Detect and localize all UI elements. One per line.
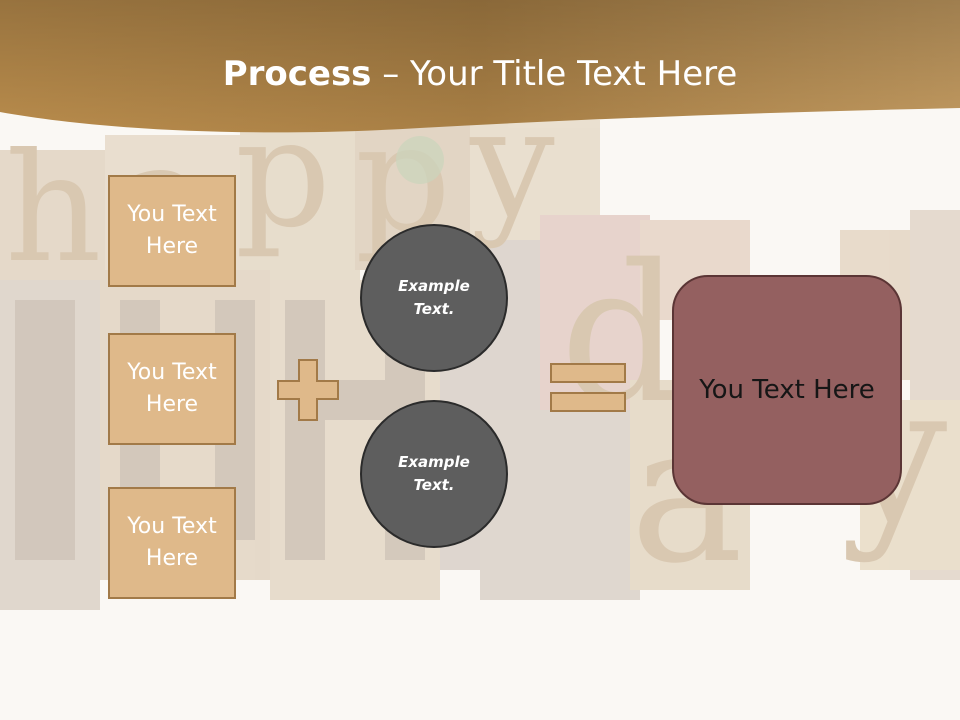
circle-label: Example Text.	[398, 277, 470, 318]
title-banner	[0, 0, 960, 133]
text-box-label: You Text Here	[127, 514, 217, 571]
text-box-2[interactable]: You Text Here	[108, 333, 236, 445]
bg-letter: h	[5, 122, 102, 296]
result-box[interactable]: You Text Here	[672, 275, 902, 505]
title-rest-text: – Your Title Text Here	[371, 54, 738, 94]
circle-label: Example Text.	[398, 453, 470, 494]
text-box-label: You Text Here	[127, 202, 217, 259]
plus-icon	[277, 359, 339, 421]
example-circle-1[interactable]: Example Text.	[360, 224, 508, 372]
text-box-1[interactable]: You Text Here	[108, 175, 236, 287]
example-circle-2[interactable]: Example Text.	[360, 400, 508, 548]
slide-title[interactable]: Process – Your Title Text Here	[0, 52, 960, 96]
title-bold-text: Process	[222, 54, 372, 94]
equals-bar-bottom	[550, 392, 626, 412]
result-label: You Text Here	[699, 375, 875, 405]
text-box-label: You Text Here	[127, 360, 217, 417]
text-box-3[interactable]: You Text Here	[108, 487, 236, 599]
equals-bar-top	[550, 363, 626, 383]
